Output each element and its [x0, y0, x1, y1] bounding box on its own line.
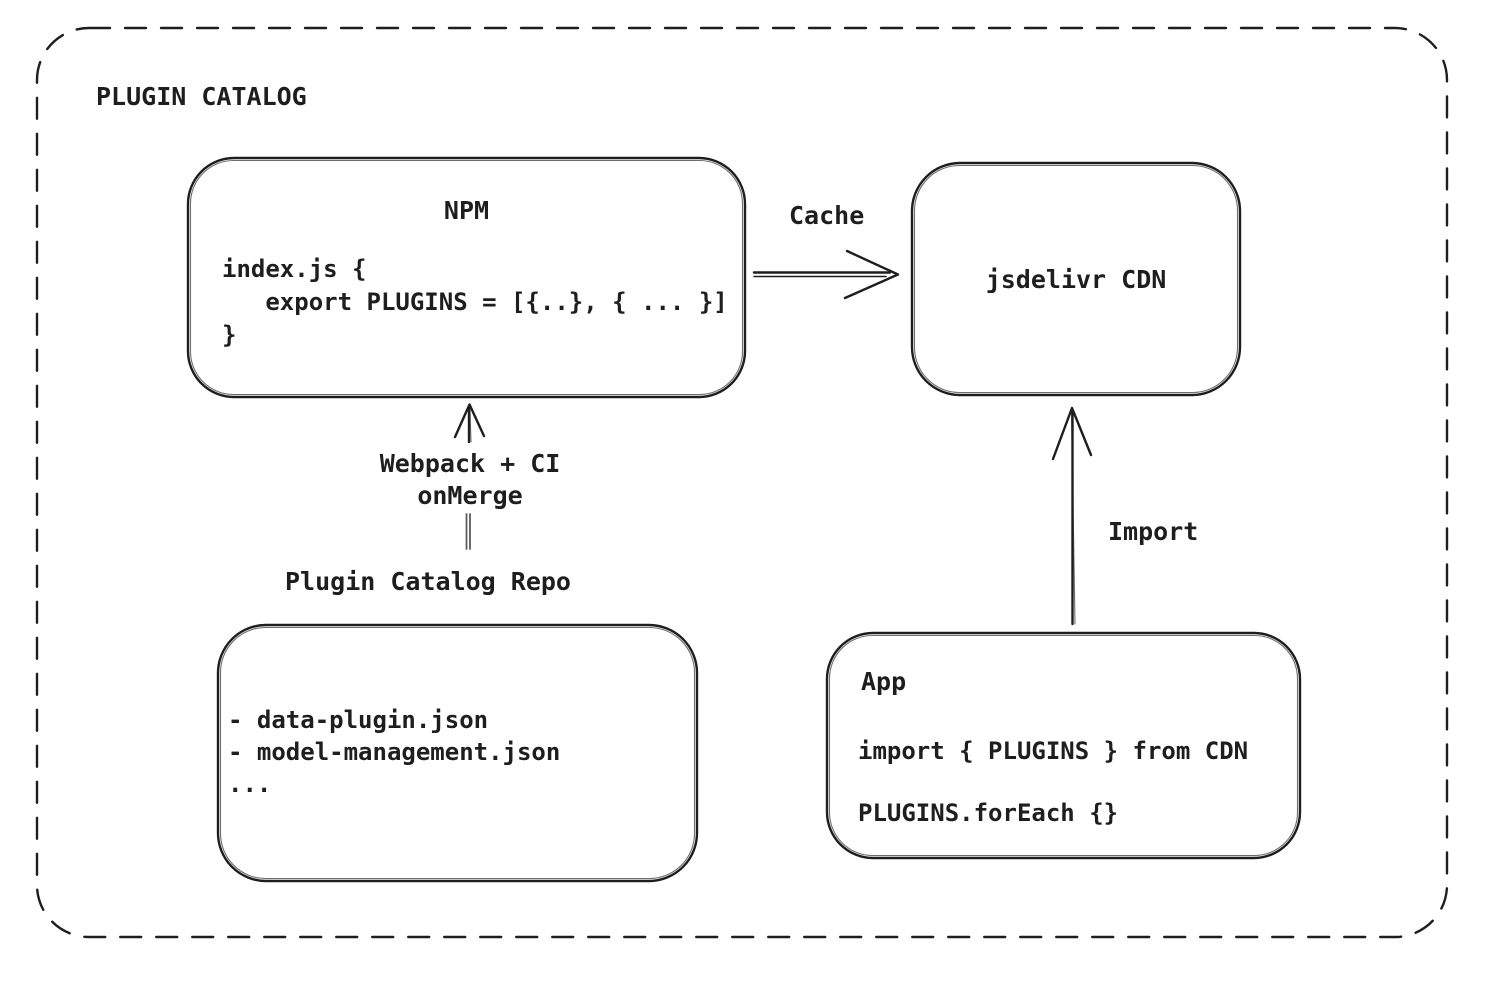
repo-box-outline — [216, 623, 699, 883]
app-node-code-line-2: PLUGINS.forEach {} — [858, 799, 1119, 827]
app-box-outline — [825, 631, 1302, 860]
repo-node-files: - data-plugin.json - model-management.js… — [228, 706, 561, 798]
build-arrow — [453, 403, 486, 444]
app-node-title: App — [861, 667, 907, 696]
repo-node-title: Plugin Catalog Repo — [285, 567, 571, 596]
import-arrow — [1051, 406, 1093, 626]
catalog-boundary-outline — [35, 26, 1449, 939]
npm-node-title: NPM — [443, 196, 490, 225]
cache-arrow-label: Cache — [789, 201, 865, 230]
cache-arrow — [752, 249, 900, 300]
cdn-node-title: jsdelivr CDN — [985, 265, 1167, 294]
diagram-title: PLUGIN CATALOG — [96, 82, 307, 111]
cdn-box-outline — [910, 161, 1242, 397]
import-arrow-label: Import — [1108, 517, 1199, 546]
npm-node-code: index.js { export PLUGINS = [{..}, { ...… — [222, 255, 728, 349]
npm-box-outline — [186, 156, 747, 399]
app-node-code-line-1: import { PLUGINS } from CDN — [858, 737, 1249, 765]
build-arrow-label: Webpack + CI onMerge — [379, 449, 561, 510]
build-connector-line — [465, 513, 471, 550]
